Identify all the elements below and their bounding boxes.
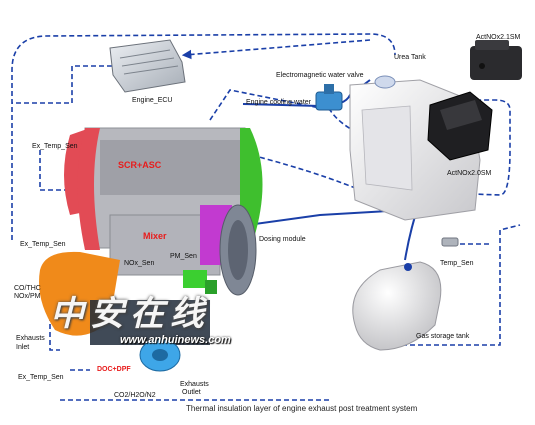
doc-dpf-graphic bbox=[39, 251, 210, 345]
loop-to-ecu bbox=[181, 39, 371, 60]
actnox1sm-graphic bbox=[470, 40, 522, 80]
actnox2sm-graphic bbox=[427, 91, 493, 161]
exhausts-inlet-label-1: Exhausts bbox=[16, 335, 45, 342]
watermark-text: 中安在线 bbox=[50, 294, 210, 334]
outlet-graphic bbox=[139, 338, 181, 372]
ex-temp-sen-mid-label: Ex_Temp_Sen bbox=[20, 241, 66, 248]
caption: Thermal insulation layer of engine exhau… bbox=[186, 404, 418, 413]
dosing-module-label: Dosing module bbox=[259, 236, 306, 243]
ex-temp-sen-top-label: Ex_Temp_Sen bbox=[32, 143, 78, 150]
exhausts-outlet-label-1: Exhausts bbox=[180, 381, 209, 388]
pm-sen-label: PM_Sen bbox=[170, 253, 197, 260]
ex-temp-sen-bottom-label: Ex_Temp_Sen bbox=[18, 374, 64, 381]
ecu-graphic bbox=[109, 39, 186, 93]
pipe-dose bbox=[239, 209, 406, 227]
cooling-water-label: Engine cooling water bbox=[246, 99, 311, 106]
gas-tank-graphic bbox=[352, 261, 442, 351]
loop-ecu-left bbox=[12, 65, 112, 104]
co2-label: CO2/H2O/N2 bbox=[114, 392, 156, 399]
nox-sen-label: NOx_Sen bbox=[124, 260, 155, 267]
actnox-1sm-label: ActNOx2.1SM bbox=[476, 34, 521, 41]
em-valve-label: Electromagnetic water valve bbox=[276, 72, 364, 79]
engine-ecu-label: Engine_ECU bbox=[132, 97, 173, 104]
loop-sensor-left bbox=[39, 150, 75, 191]
temp-sen-label: Temp_Sen bbox=[440, 260, 474, 267]
mixer-graphic bbox=[109, 204, 257, 296]
actnox-0sm-label: ActNOx2.0SM bbox=[447, 170, 492, 177]
doc-dpf-label: DOC+DPF bbox=[97, 366, 131, 373]
loop-right bbox=[189, 99, 511, 196]
nox-pm-label: NOx/PM bbox=[14, 293, 41, 300]
watermark-url: www.anhuinews.com bbox=[120, 334, 231, 346]
exhausts-outlet-label-2: Outlet bbox=[182, 389, 201, 396]
em-valve-graphic bbox=[315, 84, 343, 111]
scr-asc-label: SCR+ASC bbox=[118, 160, 162, 170]
mixer-label: Mixer bbox=[143, 231, 167, 241]
gas-tank-label: Gas storage tank bbox=[416, 333, 470, 340]
co-thc-label: CO/THC bbox=[14, 285, 41, 292]
urea-tank-label: Urea Tank bbox=[394, 54, 426, 61]
exhausts-inlet-label-2: Inlet bbox=[16, 344, 30, 351]
sensors-graphic bbox=[183, 270, 217, 294]
temp-sen-graphic bbox=[441, 237, 459, 247]
loop-gas bbox=[370, 224, 521, 346]
